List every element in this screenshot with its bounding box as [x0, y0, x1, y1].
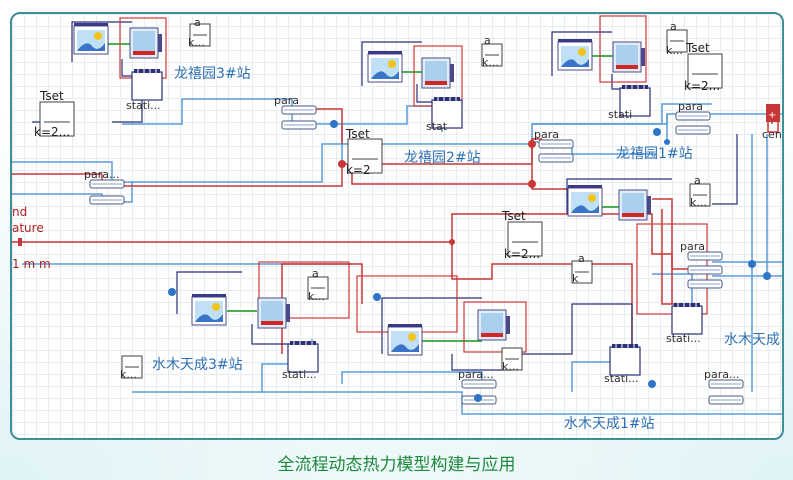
- tset-k-label-3: k=2...: [684, 79, 720, 93]
- k-label-2: k...: [482, 56, 499, 69]
- cen-label: cen: [762, 128, 782, 141]
- para-label-2: para: [274, 94, 299, 107]
- k-label-6: k: [572, 272, 579, 285]
- ground-label-2: ature: [12, 221, 44, 235]
- stati-label-3: stati: [608, 108, 632, 121]
- k-label-1: k...: [188, 36, 205, 49]
- central-source-block: +: [766, 104, 780, 122]
- heat-network-diagram: + 龙禧园3#站 龙禧园2#站 龙禧园1#站 水木天成3#站 水木天成1#站 水…: [12, 15, 782, 432]
- station-label-shuimu-1: 水木天成1#站: [564, 416, 655, 432]
- para-label-7: para...: [704, 368, 739, 381]
- ground-label-1: nd: [12, 205, 27, 219]
- tset-k-label-4: k=2...: [504, 247, 540, 261]
- footer-caption: 全流程动态热力模型构建与应用: [277, 455, 516, 475]
- a-label-3: a: [670, 20, 677, 33]
- a-label-2: a: [484, 34, 491, 47]
- return-pipes: [12, 98, 782, 415]
- para-label-6: para...: [458, 368, 493, 381]
- a-label-4: a: [694, 174, 701, 187]
- tset-k-label-1: k=2...: [34, 125, 70, 139]
- diagram-frame: + 龙禧园3#站 龙禧园2#站 龙禧园1#站 水木天成3#站 水木天成1#站 水…: [10, 12, 784, 440]
- stati-label-4: stati...: [666, 332, 701, 345]
- para-label-4: para: [678, 100, 703, 113]
- station-label-shuimu-3: 水木天成3#站: [152, 357, 243, 373]
- k-label-5: k...: [308, 290, 325, 303]
- connector-nodes: [168, 120, 771, 402]
- supply-nodes: [18, 140, 536, 246]
- para-label-1: para...: [84, 168, 119, 181]
- station-label-longxi-3: 龙禧园3#站: [174, 66, 251, 82]
- ground-label-3: 1 m m: [12, 257, 51, 271]
- stati-label-5: stati...: [282, 368, 317, 381]
- k-label-3: k...: [666, 44, 683, 57]
- a-label-5: a: [312, 267, 319, 280]
- a-label-1: a: [194, 16, 201, 29]
- tset-label-3: Tset: [685, 41, 710, 55]
- tset-label-4: Tset: [501, 209, 526, 223]
- link-lines: [107, 43, 624, 342]
- station-label-longxi-1: 龙禧园1#站: [616, 146, 693, 162]
- stati-label-1: stati...: [126, 99, 161, 112]
- k-label-7: k...: [502, 360, 519, 373]
- stati-label-6: stati...: [604, 372, 639, 385]
- tset-label-1: Tset: [39, 89, 64, 103]
- para-label-3: para: [534, 128, 559, 141]
- a-label-6: a: [578, 252, 585, 265]
- tset-k-label-2: k=2: [346, 163, 371, 177]
- tset-label-2: Tset: [345, 127, 370, 141]
- station-label-shuimu-partial: 水木天成: [724, 332, 780, 348]
- stati-label-2: stat: [426, 120, 448, 133]
- svg-text:+: +: [768, 110, 776, 121]
- para-label-5: para: [680, 240, 705, 253]
- k-label-8: k...: [120, 368, 137, 381]
- k-label-4: k...: [690, 196, 707, 209]
- station-label-longxi-2: 龙禧园2#站: [404, 150, 481, 166]
